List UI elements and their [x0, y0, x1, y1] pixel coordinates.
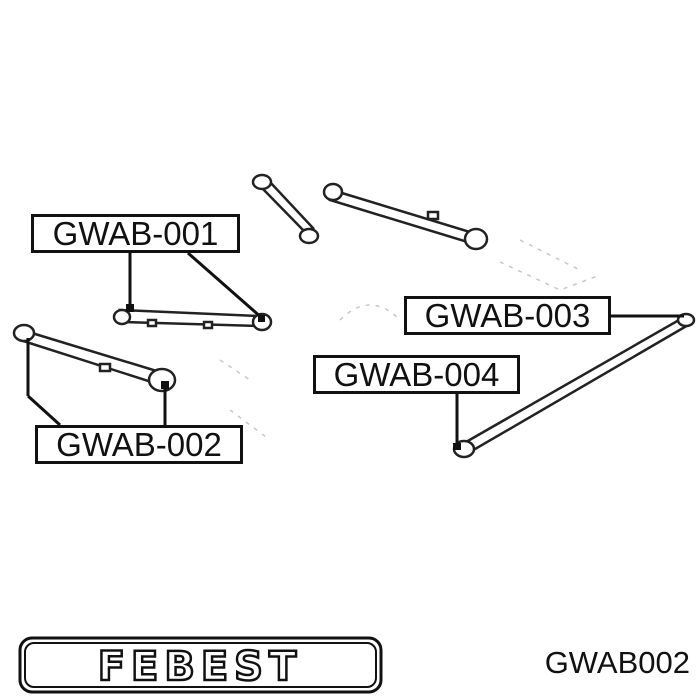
upper-long-arm: [322, 182, 489, 251]
leader-ends: [126, 304, 461, 450]
lower-arm-002: [12, 323, 177, 393]
background-sketch: [219, 239, 601, 441]
callout-gwab-004: GWAB-004: [313, 355, 520, 394]
febest-logo: FEBEST: [18, 636, 383, 694]
part-number: GWAB002: [544, 645, 690, 680]
callout-gwab-002: GWAB-002: [35, 425, 243, 464]
upper-short-link: [251, 173, 320, 245]
leader-lines: [26, 251, 684, 446]
callout-gwab-003: GWAB-003: [404, 296, 611, 335]
logo-text: FEBEST: [98, 644, 303, 690]
lower-arm-001: [112, 308, 273, 332]
callout-gwab-001: GWAB-001: [31, 214, 240, 253]
